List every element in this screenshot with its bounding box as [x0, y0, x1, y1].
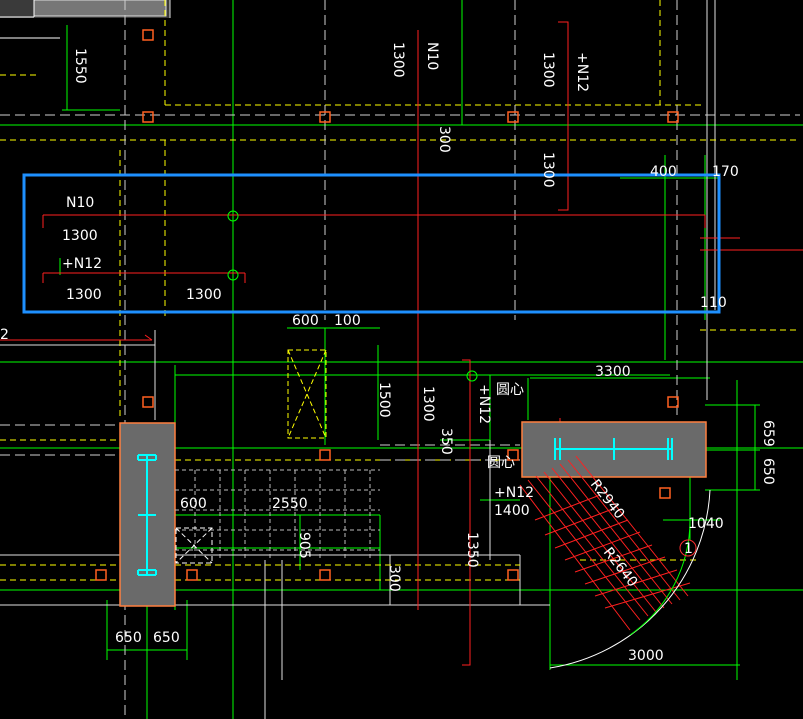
rebar-lines [0, 21, 803, 666]
diagonal-rebar-bundle [519, 455, 691, 631]
dim-650-left: 650 [115, 630, 142, 646]
selection-dim-1300-right: 1300 [186, 287, 222, 303]
selection-dim-1300-left: 1300 [66, 287, 102, 303]
selection-rectangle[interactable] [22, 173, 721, 314]
dim-1300-vertical-a: 1300 [390, 42, 406, 78]
label-yuanxin-top: 圆心 [496, 382, 524, 398]
dim-600-top: 600 [292, 313, 319, 329]
dim-1350-vertical: 1350 [464, 532, 480, 568]
top-left-hatched-block [0, 0, 170, 39]
label-n12-vertical-b: +N12 [476, 384, 492, 424]
wall-outlines [0, 0, 716, 719]
opening-x-boxes [175, 349, 327, 564]
selection-label-n10: N10 [66, 195, 94, 211]
label-n12-vertical: +N12 [574, 52, 590, 92]
dim-1300-vertical-b: 1300 [540, 52, 556, 88]
dim-100: 100 [334, 313, 361, 329]
dim-600-mesh: 600 [180, 496, 207, 512]
dim-170: 170 [712, 164, 739, 180]
curved-walls [227, 210, 711, 669]
dim-3300: 3300 [595, 364, 631, 380]
label-n10-vertical: N10 [424, 42, 440, 70]
dim-110: 110 [700, 295, 727, 311]
column-markers [95, 29, 679, 581]
dim-300-vertical: 300 [436, 126, 452, 153]
dim-1300-vertical-c: 1300 [540, 152, 556, 188]
dim-1040: 1040 [688, 516, 724, 532]
dim-659-vertical: 659 [760, 420, 776, 447]
dim-2550: 2550 [272, 496, 308, 512]
steel-column-left [119, 422, 176, 607]
dim-650-vertical: 650 [760, 458, 776, 485]
dim-1300-vertical-d: 1300 [420, 386, 436, 422]
steel-beam-right [521, 421, 707, 478]
label-n12-lower: +N12 [494, 485, 534, 501]
selection-dim-1300-top: 1300 [62, 228, 98, 244]
dim-2: 2 [0, 327, 9, 343]
dim-1400: 1400 [494, 503, 530, 519]
dim-650-right: 650 [153, 630, 180, 646]
label-yuanxin-bottom: 圆心 [487, 455, 515, 471]
dim-3000: 3000 [628, 648, 664, 664]
rebar-mesh-area [175, 469, 380, 560]
dim-1550: 1550 [72, 48, 88, 84]
dashed-outline-lines [0, 0, 800, 581]
axis-number-1: 1 [684, 541, 693, 557]
dim-300-vertical-b: 300 [386, 565, 402, 592]
dim-400: 400 [650, 164, 677, 180]
dim-350-vertical: 350 [438, 428, 454, 455]
dim-905-vertical: 905 [296, 532, 312, 559]
selection-label-n12: +N12 [62, 256, 102, 272]
dim-1500-vertical: 1500 [376, 382, 392, 418]
